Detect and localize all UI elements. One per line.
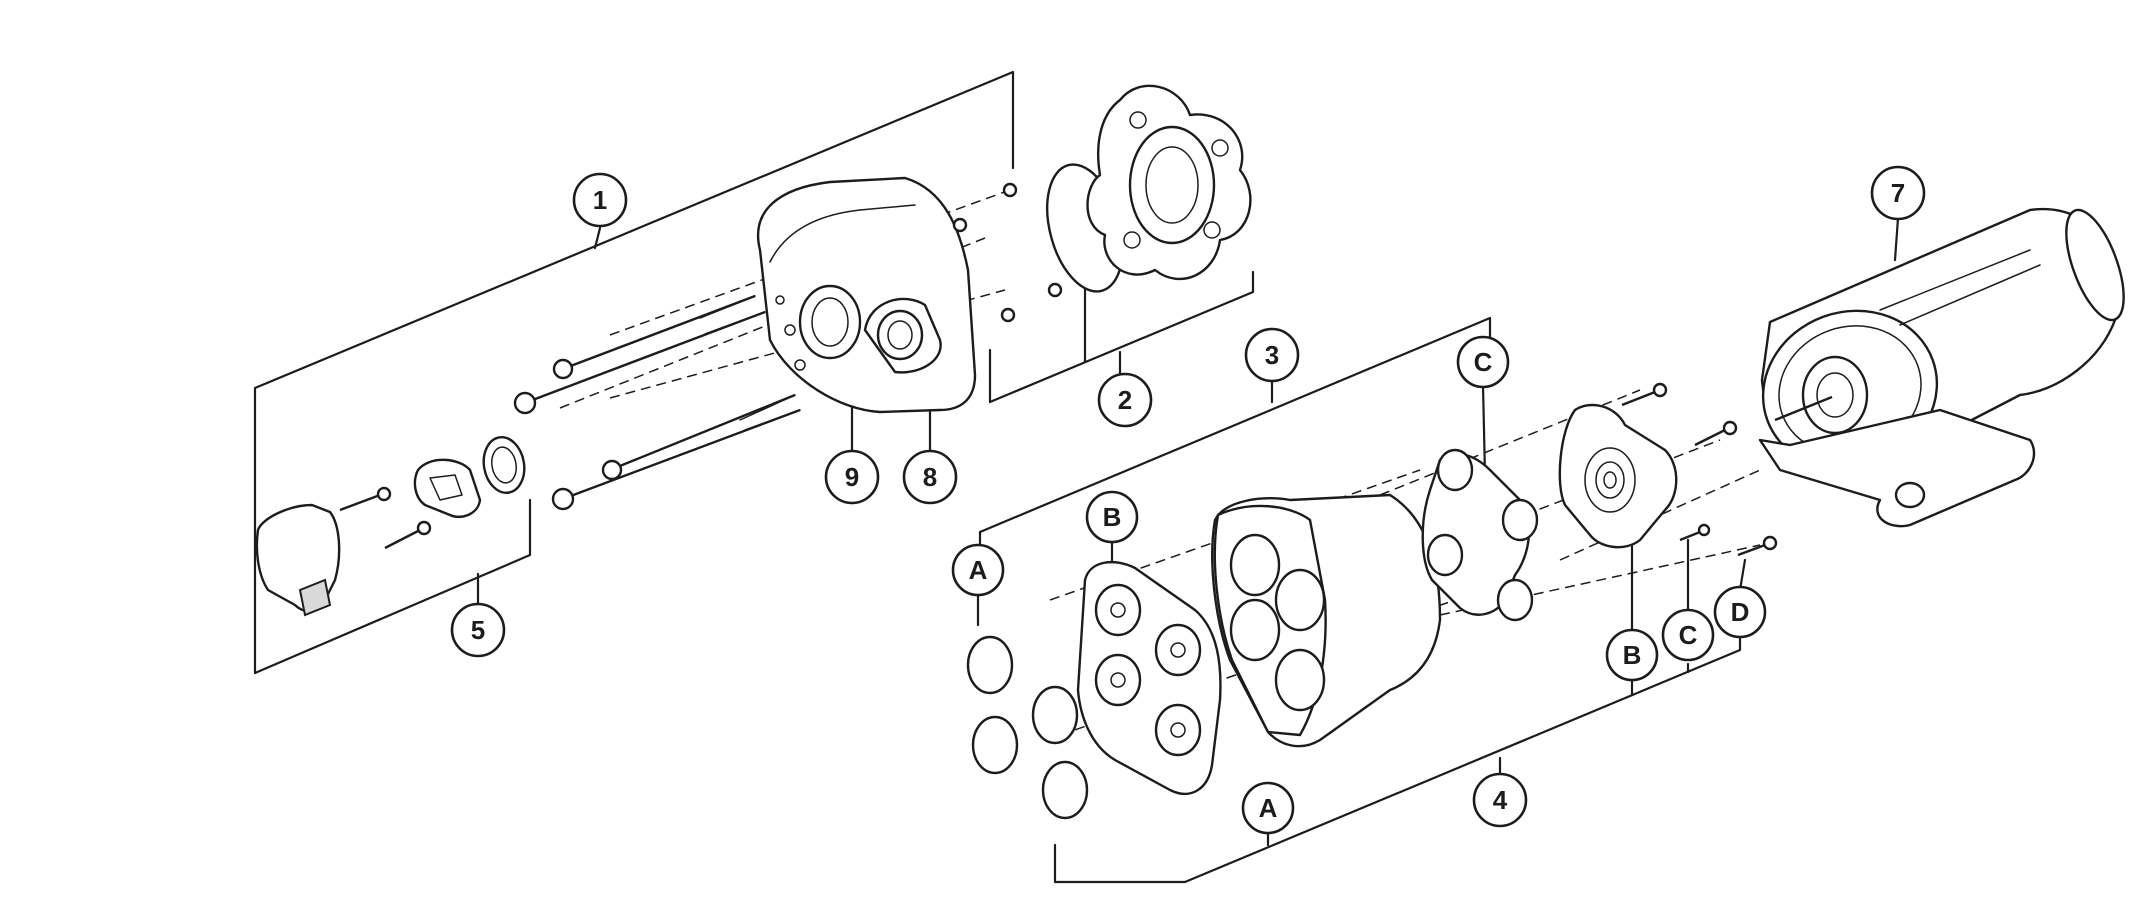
cam-bearing	[1558, 403, 1678, 549]
callout-1: 1	[572, 172, 628, 228]
callout-c-top: C	[1456, 335, 1510, 389]
callout-5-label: 5	[471, 615, 485, 645]
wobble-plate	[1421, 448, 1539, 622]
callout-9: 9	[824, 449, 880, 505]
check-valve-discs	[966, 635, 1089, 820]
pump-head	[757, 176, 977, 414]
callout-c-right-label: C	[1679, 620, 1698, 650]
callout-a-left: A	[951, 543, 1005, 597]
callout-4-label: 4	[1493, 785, 1508, 815]
callout-2-label: 2	[1118, 385, 1132, 415]
diaphragm-housing	[1211, 493, 1442, 748]
valve-plate	[1086, 84, 1252, 281]
callout-5: 5	[450, 602, 506, 658]
callout-d: D	[1713, 585, 1767, 639]
electric-motor	[1758, 207, 2125, 528]
switch-body	[413, 458, 482, 519]
switch-o-ring	[482, 436, 526, 494]
callout-a-left-label: A	[969, 555, 988, 585]
callout-3: 3	[1244, 327, 1300, 383]
callout-4: 4	[1472, 772, 1528, 828]
callout-b-left-label: B	[1103, 502, 1122, 532]
callout-9-label: 9	[845, 462, 859, 492]
callout-2: 2	[1097, 372, 1153, 428]
callout-b-right-label: B	[1623, 640, 1642, 670]
assembly-screws	[1621, 382, 1778, 557]
callout-c-top-label: C	[1474, 347, 1493, 377]
callout-7: 7	[1870, 165, 1926, 221]
pressure-switch-cover	[255, 503, 341, 617]
callout-3-label: 3	[1265, 340, 1279, 370]
head-screws	[513, 182, 1063, 511]
valve-seat-plate	[1076, 561, 1222, 795]
callout-8: 8	[902, 449, 958, 505]
callout-8-label: 8	[923, 462, 937, 492]
callout-c-right: C	[1661, 608, 1715, 662]
switch-screws	[339, 486, 432, 550]
callout-d-label: D	[1731, 597, 1750, 627]
callout-b-left: B	[1085, 490, 1139, 544]
callout-a-bottom: A	[1241, 781, 1295, 835]
callout-1-label: 1	[593, 185, 607, 215]
callout-a-bottom-label: A	[1259, 793, 1278, 823]
callout-b-right: B	[1605, 628, 1659, 682]
callout-7-label: 7	[1891, 178, 1905, 208]
